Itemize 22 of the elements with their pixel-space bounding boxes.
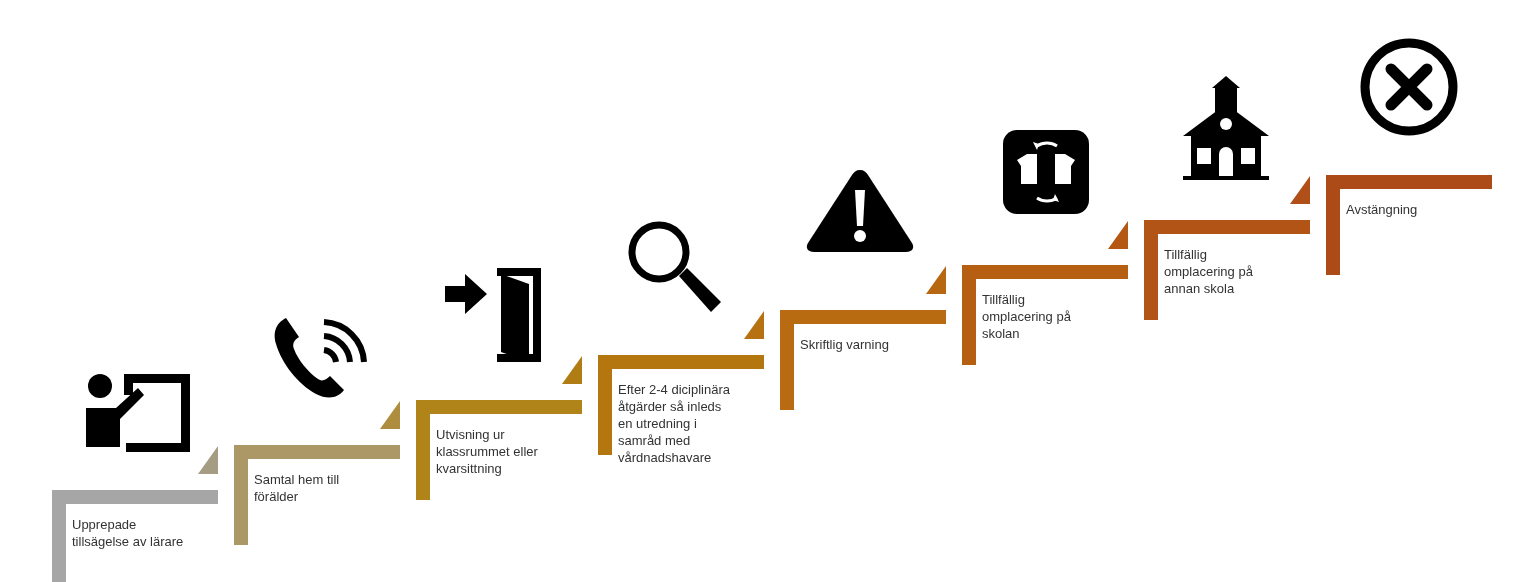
stair-step <box>962 265 1128 365</box>
step-arrow <box>1108 221 1128 249</box>
step-text: Efter 2-4 diciplinära åtgärder så inleds en utredning i samråd med vårdnadshavare <box>618 381 731 466</box>
step-text: Skriftlig varning <box>800 336 890 353</box>
step-arrow <box>380 401 400 429</box>
step-text: Samtal hem till förälder <box>254 471 341 505</box>
stair-step <box>416 400 582 500</box>
stair-step <box>52 490 218 582</box>
step-arrow <box>198 446 218 474</box>
stair-step <box>234 445 400 545</box>
step-arrow <box>1290 176 1310 204</box>
step-text: Utvisning ur klassrummet eller kvarsittning <box>436 426 539 477</box>
step-arrow <box>926 266 946 294</box>
step-text: Upprepade tillsägelse av lärare <box>72 516 185 550</box>
stair-step <box>780 310 946 410</box>
stair-step <box>1326 175 1492 275</box>
step-text: Avstängning <box>1346 201 1419 218</box>
step-arrow <box>562 356 582 384</box>
stair-step <box>1144 220 1310 320</box>
step-arrow <box>744 311 764 339</box>
step-text: Tillfällig omplacering på skolan <box>982 291 1072 342</box>
step-text: Tillfällig omplacering på annan skola <box>1164 246 1254 297</box>
